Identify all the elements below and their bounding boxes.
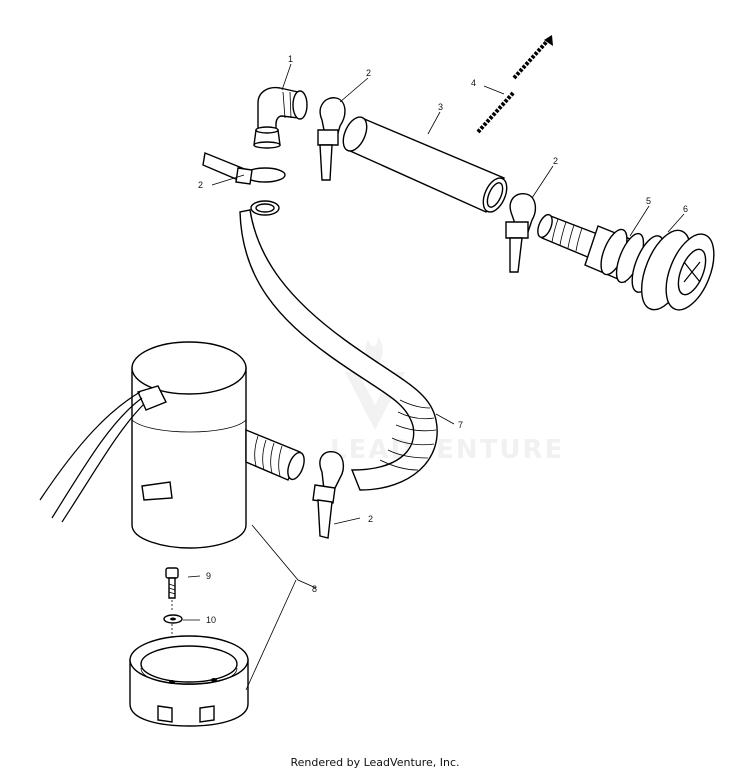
callout-5: 5 bbox=[646, 196, 651, 206]
callout-2-left: 2 bbox=[198, 180, 203, 190]
callout-1: 1 bbox=[288, 54, 293, 64]
callout-4: 4 bbox=[471, 78, 476, 88]
clamp-upper-left bbox=[202, 152, 286, 185]
clamp-upper-middle bbox=[317, 97, 346, 181]
clamp-lower bbox=[312, 451, 345, 539]
bolt-part bbox=[165, 567, 179, 612]
cable-tie-part bbox=[476, 35, 553, 134]
callout-7: 7 bbox=[458, 420, 463, 430]
curved-hose-part bbox=[239, 200, 438, 491]
callout-8: 8 bbox=[312, 584, 317, 594]
callout-10: 10 bbox=[206, 615, 216, 625]
leader-lines bbox=[183, 63, 685, 691]
callout-3: 3 bbox=[438, 102, 443, 112]
bilge-pump-part bbox=[39, 341, 305, 549]
pump-mount-base-part bbox=[129, 635, 249, 727]
straight-hose-part bbox=[342, 116, 508, 213]
watermark-text: LEADVENTURE bbox=[330, 435, 564, 465]
clamp-right bbox=[505, 193, 537, 273]
elbow-fitting-part bbox=[253, 86, 308, 149]
callout-2-top: 2 bbox=[366, 68, 371, 78]
footer-credit: Rendered by LeadVenture, Inc. bbox=[290, 756, 460, 769]
callout-6: 6 bbox=[683, 204, 688, 214]
callout-2-bottom: 2 bbox=[368, 514, 373, 524]
callout-2-right: 2 bbox=[553, 156, 558, 166]
thru-hull-fitting-part bbox=[537, 213, 715, 311]
callout-9: 9 bbox=[206, 571, 211, 581]
